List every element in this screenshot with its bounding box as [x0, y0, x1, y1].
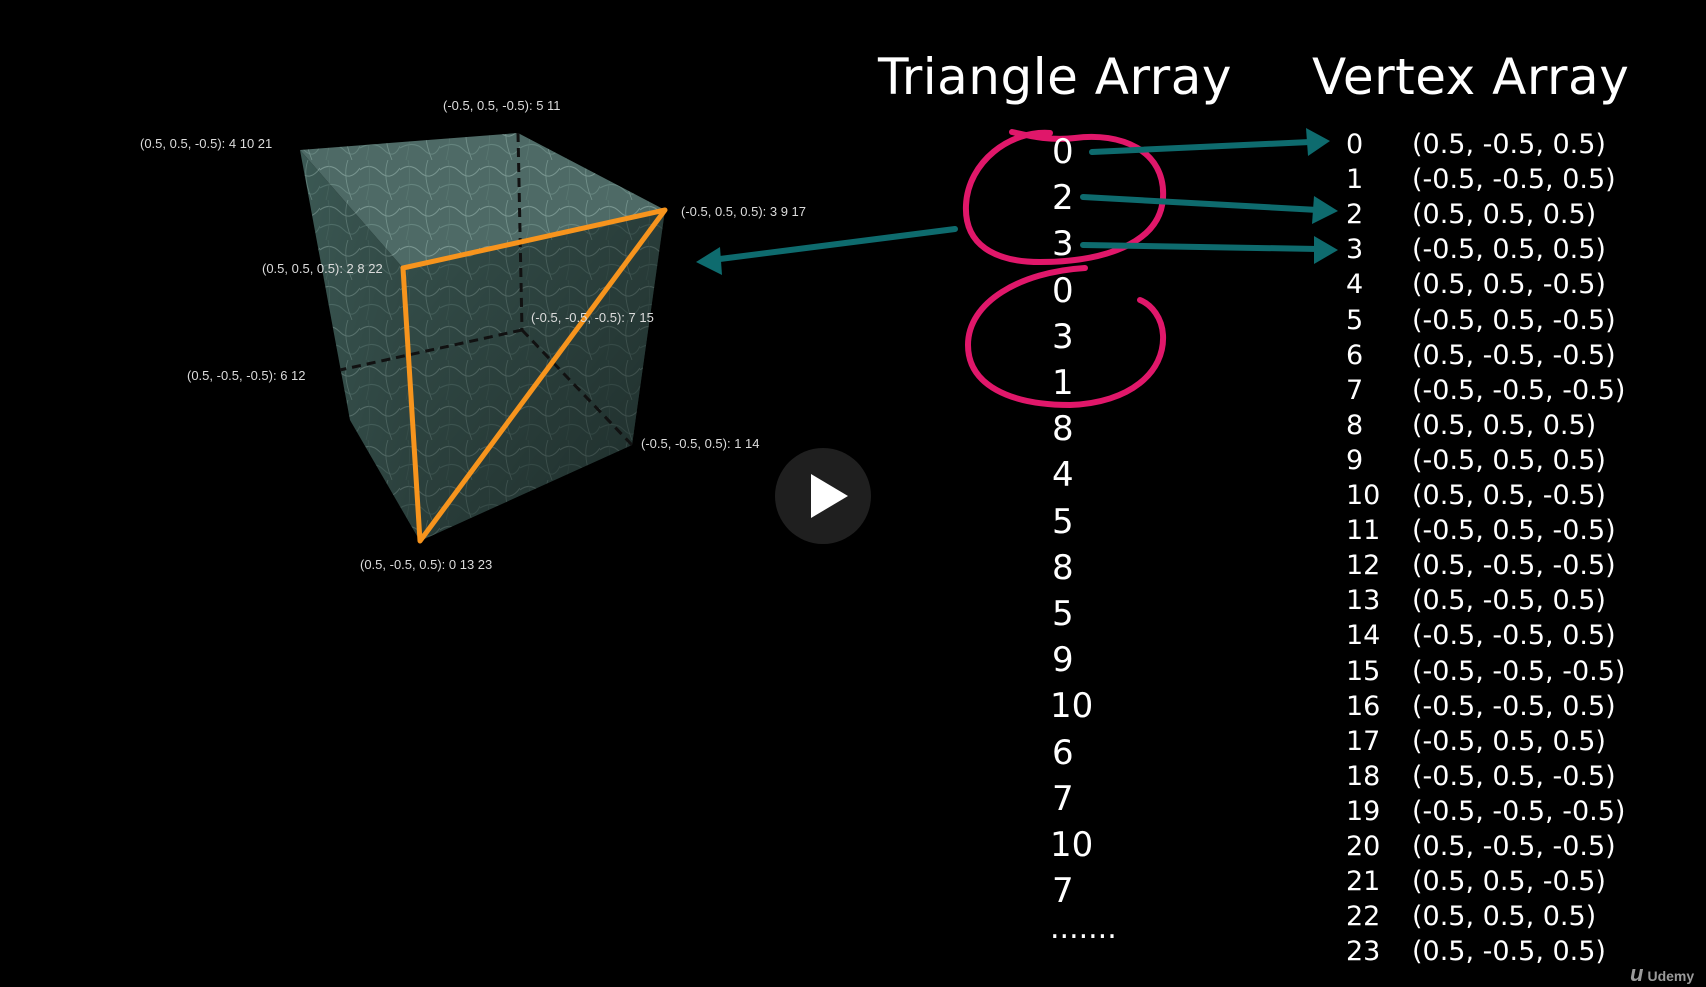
vertex-value: (0.5, 0.5, -0.5): [1412, 269, 1606, 301]
triangle-array-item: .......: [1050, 911, 1117, 947]
vertex-index: 12: [1346, 550, 1381, 582]
vertex-index: 2: [1346, 199, 1364, 231]
triangle-array-item: 2: [1052, 178, 1074, 219]
vertex-index: 7: [1346, 374, 1364, 406]
cube-label-top-right-front: (-0.5, 0.5, 0.5): 3 9 17: [681, 204, 807, 219]
vertex-index: 4: [1346, 269, 1364, 301]
triangle-array-item: 7: [1052, 778, 1074, 819]
triangle-array-item: 0: [1052, 132, 1074, 172]
triangle-array-item: 7: [1052, 871, 1074, 912]
vertex-index: 20: [1346, 831, 1381, 862]
vertex-value: (-0.5, 0.5, 0.5): [1412, 444, 1606, 476]
vertex-index: 17: [1346, 725, 1381, 757]
vertex-index: 13: [1346, 585, 1381, 617]
vertex-value: (0.5, 0.5, 0.5): [1412, 409, 1597, 441]
arrow-heads: [696, 128, 1338, 275]
vertex-value: (-0.5, -0.5, -0.5): [1412, 795, 1626, 827]
triangle-array-item: 5: [1052, 501, 1074, 542]
vertex-value: (-0.5, 0.5, -0.5): [1412, 515, 1616, 547]
triangle-array-item: 3: [1052, 224, 1074, 265]
vertex-index: 16: [1346, 690, 1381, 722]
triangle-array-item: 5: [1052, 594, 1074, 634]
vertex-index: 0: [1346, 129, 1364, 160]
cube-label-left-back-bottom: (0.5, -0.5, -0.5): 6 12: [187, 368, 306, 383]
vertex-value: (0.5, -0.5, -0.5): [1412, 550, 1616, 582]
vertex-value: (-0.5, 0.5, -0.5): [1412, 760, 1616, 792]
cube-label-inner-back: (-0.5, -0.5, -0.5): 7 15: [531, 310, 654, 325]
vertex-index: 1: [1346, 164, 1364, 196]
vertex-index: 15: [1346, 655, 1381, 687]
udemy-logo-icon: u: [1630, 961, 1644, 986]
vertex-index: 10: [1346, 480, 1381, 511]
triangle-array-item: 6: [1052, 732, 1074, 773]
vertex-value: (0.5, -0.5, 0.5): [1412, 129, 1606, 160]
vertex-index: 5: [1346, 304, 1364, 336]
vertex-value: (-0.5, -0.5, 0.5): [1412, 690, 1616, 722]
vertex-value: (0.5, 0.5, 0.5): [1412, 199, 1597, 231]
vertex-value: (0.5, -0.5, 0.5): [1412, 585, 1606, 617]
cube-label-right-front-bottom: (-0.5, -0.5, 0.5): 1 14: [641, 436, 760, 451]
triangle-array-item: 8: [1052, 547, 1074, 588]
vertex-index: 6: [1346, 339, 1364, 371]
vertex-array-title: Vertex Array: [1312, 48, 1630, 106]
vertex-value: (-0.5, 0.5, 0.5): [1412, 234, 1606, 266]
vertex-value: (-0.5, -0.5, -0.5): [1412, 655, 1626, 687]
triangle-array-item: 8: [1052, 409, 1074, 450]
vertex-value: (0.5, 0.5, -0.5): [1412, 866, 1606, 898]
vertex-index: 23: [1346, 936, 1381, 968]
play-button[interactable]: [775, 448, 871, 544]
hidden-edges: [339, 132, 634, 447]
brand-label: Udemy: [1647, 968, 1695, 984]
vertex-value: (-0.5, 0.5, 0.5): [1412, 725, 1606, 757]
triangle-array-item: 9: [1052, 640, 1074, 681]
triangle-array-item: 10: [1050, 686, 1094, 727]
cube-label-bottom-front: (0.5, -0.5, 0.5): 0 13 23: [360, 557, 493, 572]
vertex-index: 18: [1346, 760, 1381, 792]
circle-annotation-2: [964, 265, 1167, 409]
vertex-value: (0.5, 0.5, 0.5): [1412, 901, 1597, 933]
cube-top-face: [300, 133, 665, 268]
cube-label-top-left-far: (0.5, 0.5, -0.5): 4 10 21: [140, 136, 273, 151]
vertex-value: (0.5, -0.5, 0.5): [1412, 936, 1606, 968]
vertex-index: 21: [1346, 866, 1381, 898]
vertex-value: (-0.5, -0.5, 0.5): [1412, 620, 1616, 652]
triangle-array-title: Triangle Array: [878, 48, 1232, 106]
triangle-array-item: 3: [1052, 316, 1074, 357]
triangle-array-item: 4: [1052, 455, 1074, 496]
circle-annotation-1: [962, 129, 1167, 266]
vertex-value: (0.5, 0.5, -0.5): [1412, 480, 1606, 511]
triangle-array-item: 1: [1052, 363, 1074, 403]
vertex-value: (-0.5, -0.5, -0.5): [1412, 374, 1626, 406]
cube-label-top-left-front: (0.5, 0.5, 0.5): 2 8 22: [262, 261, 383, 276]
vertex-index: 3: [1346, 234, 1364, 266]
vertex-index: 14: [1346, 620, 1381, 652]
highlighted-triangle: [400, 207, 668, 544]
vertex-index: 9: [1346, 444, 1364, 476]
vertex-index: 11: [1346, 515, 1381, 547]
vertex-value: (0.5, -0.5, -0.5): [1412, 339, 1616, 371]
vertex-index: 19: [1346, 795, 1381, 827]
vertex-value: (-0.5, -0.5, 0.5): [1412, 164, 1616, 196]
cube-label-back-top-left: (-0.5, 0.5, -0.5): 5 11: [443, 98, 561, 113]
index-arrows: [709, 139, 1321, 263]
play-icon: [811, 474, 848, 518]
triangle-array-item: 0: [1052, 270, 1074, 311]
vertex-index: 22: [1346, 901, 1381, 933]
vertex-value: (0.5, -0.5, -0.5): [1412, 831, 1616, 862]
vertex-index: 8: [1346, 409, 1364, 441]
vertex-value: (-0.5, 0.5, -0.5): [1412, 304, 1616, 336]
triangle-array-item: 10: [1050, 825, 1094, 865]
